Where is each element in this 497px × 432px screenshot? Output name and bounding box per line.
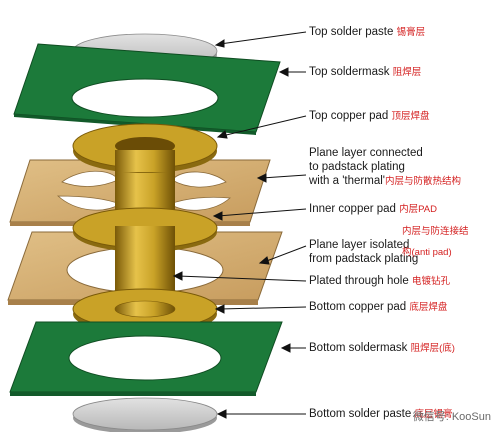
label-bottom-soldermask-cn: 阻焊层(底)	[410, 343, 455, 354]
label-top-solder-paste-en: Top solder paste	[309, 26, 394, 38]
label-plane-connected-cn: 内层与防散热结构	[384, 176, 461, 187]
label-bottom-copper-pad-cn: 底层焊盘	[409, 302, 448, 313]
label-top-soldermask-en: Top soldermask	[309, 66, 390, 78]
label-top-solder-paste-cn: 锡膏层	[396, 27, 426, 38]
watermark: 微信号: KooSun	[412, 411, 491, 423]
label-bottom-copper-pad: Bottom copper pad 底层焊盘	[309, 300, 447, 315]
label-plated-through-hole: Plated through hole 电镀钻孔	[309, 274, 450, 289]
bottom-soldermask-plate	[9, 321, 283, 396]
label-plane-connected-line2: to padstack plating	[309, 161, 405, 173]
label-top-soldermask-cn: 阻焊层	[392, 67, 422, 78]
inner-copper-pad	[72, 207, 218, 266]
label-plated-through-hole-cn: 电镀钻孔	[411, 276, 450, 287]
label-plated-through-hole-en: Plated through hole	[309, 275, 409, 287]
bottom-solder-paste-disc	[72, 397, 218, 432]
label-inner-copper-pad: Inner copper pad 内层PAD	[309, 202, 437, 217]
label-bottom-soldermask-en: Bottom soldermask	[309, 342, 408, 354]
top-copper-pad	[72, 123, 218, 173]
label-plane-isolated-line2: from padstack plating	[309, 253, 419, 265]
label-plane-connected-line3-en: with a 'thermal'	[309, 175, 385, 187]
label-bottom-solder-paste-en: Bottom solder paste	[309, 408, 412, 420]
top-soldermask-plate	[13, 43, 281, 135]
label-inner-copper-pad-en: Inner copper pad	[309, 203, 396, 215]
label-plane-isolated-line1: Plane layer isolated	[309, 239, 410, 251]
label-top-soldermask: Top soldermask 阻焊层	[309, 65, 421, 80]
label-top-solder-paste: Top solder paste 锡膏层	[309, 25, 425, 40]
label-top-copper-pad-en: Top copper pad	[309, 110, 389, 122]
label-inner-copper-pad-cn: 内层PAD	[399, 204, 437, 215]
label-bottom-copper-pad-en: Bottom copper pad	[309, 301, 407, 313]
leader-arrows	[172, 31, 307, 419]
label-plane-connected-line3: with a 'thermal'内层与防散热结构	[309, 174, 461, 189]
label-plane-connected: Plane layer connected to padstack platin…	[309, 146, 461, 189]
label-bottom-soldermask: Bottom soldermask 阻焊层(底)	[309, 341, 455, 356]
label-plane-connected-line1: Plane layer connected	[309, 147, 423, 159]
label-bottom-solder-paste: Bottom solder paste 底层锡膏	[309, 407, 453, 422]
label-bottom-solder-paste-cn: 底层锡膏	[414, 409, 453, 420]
label-top-copper-pad: Top copper pad 顶层焊盘	[309, 109, 430, 124]
label-plane-isolated-cn2: 构(anti pad)	[402, 247, 452, 258]
label-plane-isolated-cn1: 内层与防连接结	[402, 226, 469, 237]
label-top-copper-pad-cn: 顶层焊盘	[391, 111, 430, 122]
label-plane-isolated: Plane layer isolated from padstack plati…	[309, 238, 418, 266]
